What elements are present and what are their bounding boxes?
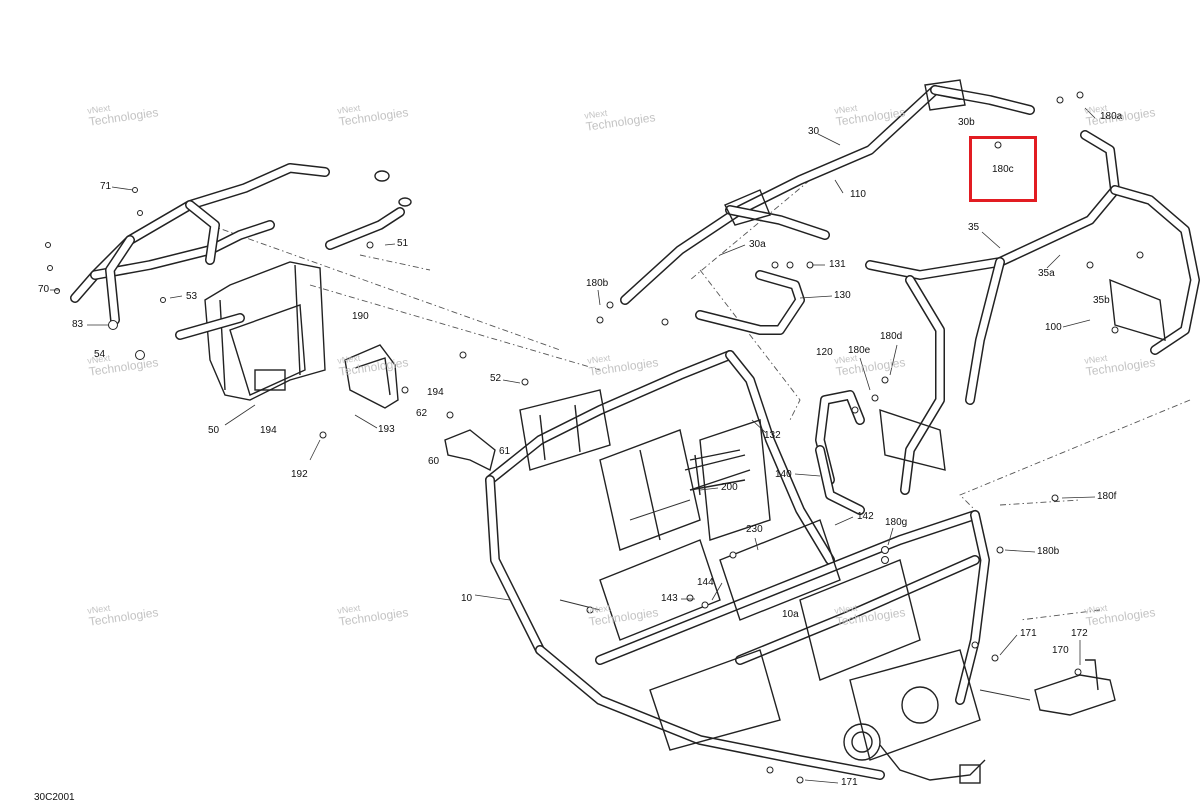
callout-label: 110: [850, 189, 866, 200]
callout-label: 180g: [885, 517, 908, 528]
callout-label: 132: [764, 430, 781, 441]
highlighted-part-label: 180c: [992, 164, 1014, 175]
bracket-170: [1034, 659, 1116, 716]
callout-label: 83: [72, 319, 84, 330]
fasteners: [45, 91, 1144, 784]
callout-label: 50: [208, 425, 220, 436]
callout-label: 143: [661, 593, 678, 604]
callout-label: 230: [746, 524, 763, 535]
callout-label: 60: [428, 456, 440, 467]
callout-label: 30a: [749, 239, 766, 250]
callout-label: 62: [416, 408, 428, 419]
bracket-190: [344, 344, 399, 409]
callout-label: 130: [834, 290, 851, 301]
callout-label: 140: [775, 469, 792, 480]
diagram-code: 30C2001: [34, 792, 75, 803]
bracket-60: [444, 429, 496, 472]
callout-label: 200: [721, 482, 738, 493]
callout-label: 171: [841, 777, 858, 788]
callout-label: 190: [352, 311, 369, 322]
callout-label: 70: [38, 284, 50, 295]
callout-label: 193: [378, 424, 395, 435]
callout-label: 170: [1052, 645, 1069, 656]
callout-label: 51: [397, 238, 409, 249]
callout-label: 10a: [782, 609, 799, 620]
callout-label: 144: [697, 577, 714, 588]
callout-label: 172: [1071, 628, 1088, 639]
callout-label: 194: [260, 425, 277, 436]
callout-label: 30b: [958, 117, 975, 128]
callout-label: 30: [808, 126, 820, 137]
callout-label: 100: [1045, 322, 1062, 333]
leader-lines: [50, 107, 1096, 784]
braces: [689, 270, 865, 515]
callout-label: 131: [829, 259, 846, 270]
callout-label: 180a: [1100, 111, 1123, 122]
callout-label: 52: [490, 373, 502, 384]
callout-label: 54: [94, 349, 106, 360]
callout-label: 53: [186, 291, 198, 302]
callout-label: 71: [100, 181, 112, 192]
callout-label: 120: [816, 347, 833, 358]
callout-label: 180f: [1097, 491, 1117, 502]
callout-label: 180b: [586, 278, 609, 289]
callout-label: 180b: [1037, 546, 1060, 557]
roll-cage: [620, 79, 1200, 495]
callout-label: 180d: [880, 331, 903, 342]
main-chassis-frame: [485, 350, 1031, 784]
callout-label: 61: [499, 446, 511, 457]
callout-label: 35b: [1093, 295, 1110, 306]
callout-label: 10: [461, 593, 473, 604]
callout-label: 171: [1020, 628, 1037, 639]
assembly-lines: [209, 179, 1191, 621]
callout-label: 180e: [848, 345, 871, 356]
callout-label: 194: [427, 387, 444, 398]
callout-label: 35a: [1038, 268, 1055, 279]
callout-label: 142: [857, 511, 874, 522]
callout-label: 192: [291, 469, 308, 480]
front-bumper-assembly: [70, 163, 412, 401]
highlighted-part-box[interactable]: [969, 136, 1037, 202]
callout-label: 35: [968, 222, 980, 233]
